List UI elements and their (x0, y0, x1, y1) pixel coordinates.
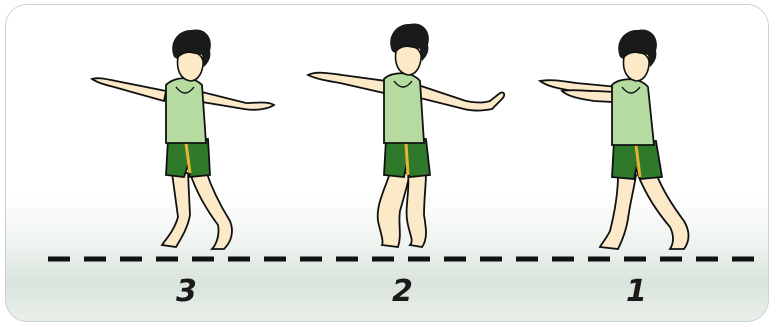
step-label-2: 2 (392, 274, 413, 309)
walking-boy-step-1 (537, 28, 690, 250)
illustration-frame: 3 2 1 (5, 4, 769, 322)
step-label-1: 1 (626, 274, 647, 309)
walking-sequence-scene (48, 22, 766, 262)
walking-boy-step-3 (89, 28, 276, 250)
walking-boy-step-2 (305, 22, 506, 248)
step-label-3: 3 (176, 274, 197, 309)
